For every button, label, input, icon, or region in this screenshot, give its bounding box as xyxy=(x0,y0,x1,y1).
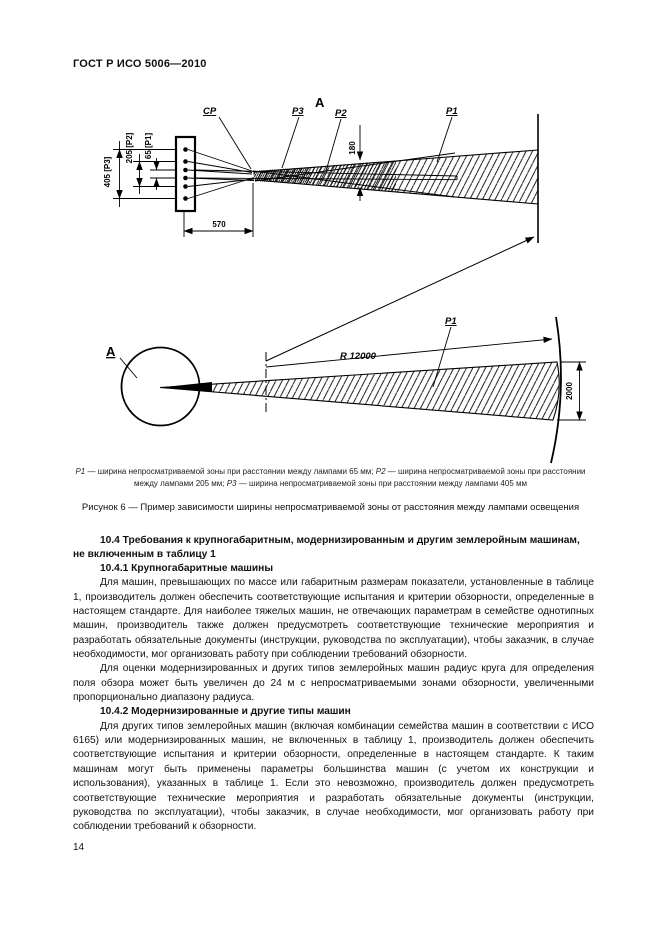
dimension-570 xyxy=(183,183,254,237)
label-view-a-bottom: A xyxy=(106,344,116,359)
dim-label-180: 180 xyxy=(348,141,357,155)
document-header: ГОСТ Р ИСО 5006—2010 xyxy=(73,58,207,70)
label-p1-top: P1 xyxy=(446,106,458,117)
top-view-diagram: 405 [P3] 205 [P2] 65 [P1] xyxy=(103,95,539,243)
legend-term-p3: P3 xyxy=(226,478,237,488)
sight-rays xyxy=(187,149,255,199)
dim-label-2000: 2000 xyxy=(565,382,574,400)
lamp-dots xyxy=(183,147,188,201)
label-p1-bottom: P1 xyxy=(445,316,457,327)
dim-label-65: 65 [P1] xyxy=(144,133,153,160)
label-view-a-top: A xyxy=(315,95,325,110)
dimension-2000 xyxy=(557,361,586,421)
paragraph-10-4-2-a: Для других типов землеройных машин (вклю… xyxy=(73,720,594,833)
label-p3: P3 xyxy=(292,106,304,117)
figure-6-diagram: 405 [P3] 205 [P2] 65 [P1] xyxy=(103,95,586,464)
view-projection-arrow xyxy=(265,236,535,362)
bottom-view-diagram: A R 12000 P1 2000 xyxy=(106,316,586,464)
document-body: 10.4 Требования к крупногабаритным, моде… xyxy=(73,534,594,835)
page-number: 14 xyxy=(73,842,85,853)
legend-term-p2: P2 xyxy=(375,467,386,476)
dim-label-205: 205 [P2] xyxy=(125,132,134,163)
heading-10-4-1: 10.4.1 Крупногабаритные машины xyxy=(100,563,274,574)
legend-desc-p3: — ширина непросматриваемой зоны при расс… xyxy=(236,478,527,488)
hatched-wedge-p1 xyxy=(159,361,560,421)
paragraph-10-4-1-b: Для оценки модернизированных и других ти… xyxy=(73,663,594,704)
figure-caption: Рисунок 6 — Пример зависимости ширины не… xyxy=(81,502,580,513)
paragraph-10-4-1-a: Для машин, превышающих по массе или габа… xyxy=(73,577,594,661)
figure-legend: P1 — ширина непросматриваемой зоны при р… xyxy=(68,466,593,489)
label-cp: CP xyxy=(203,106,217,117)
heading-10-4: 10.4 Требования к крупногабаритным, моде… xyxy=(73,535,580,560)
radius-label: R 12000 xyxy=(340,351,377,362)
radius-arc xyxy=(550,316,562,464)
heading-10-4-2: 10.4.2 Модернизированные и другие типы м… xyxy=(100,706,351,718)
dim-label-570: 570 xyxy=(212,220,226,229)
radius-line xyxy=(265,336,553,368)
legend-desc-p2: — ширина непросматриваемой зоны при расс… xyxy=(134,467,586,488)
lamp-bar xyxy=(174,135,197,213)
label-p2: P2 xyxy=(335,108,347,119)
dim-label-405: 405 [P3] xyxy=(103,156,112,187)
legend-term-p1: P1 xyxy=(75,467,86,476)
legend-desc-p1: — ширина непросматриваемой зоны при расс… xyxy=(85,467,376,476)
hatched-zone-p2 xyxy=(310,160,396,192)
